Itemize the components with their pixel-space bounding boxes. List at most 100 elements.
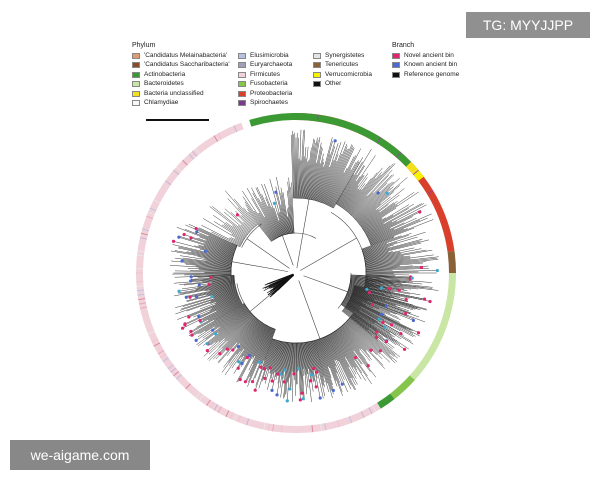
branch xyxy=(341,326,362,350)
branch xyxy=(321,337,340,383)
branch xyxy=(345,321,379,354)
branch xyxy=(179,278,235,285)
branch xyxy=(185,264,232,269)
ring-tick xyxy=(198,394,204,401)
branch xyxy=(294,132,296,199)
branch xyxy=(305,138,314,199)
ring-tick xyxy=(426,190,434,195)
clade-arc xyxy=(293,197,334,209)
ring-tick xyxy=(267,423,270,431)
branch xyxy=(350,276,369,279)
branch xyxy=(350,282,382,289)
phylum-legend-item: Synergistetes xyxy=(313,51,372,61)
branch xyxy=(197,244,234,256)
tip-marker xyxy=(194,338,198,342)
ring-segment xyxy=(406,161,419,175)
branch xyxy=(231,322,263,369)
branch xyxy=(247,328,273,387)
ring-tick xyxy=(138,298,146,301)
branch xyxy=(303,342,308,375)
branch xyxy=(346,304,397,336)
branch xyxy=(322,337,337,374)
branch xyxy=(264,340,277,379)
tip-marker xyxy=(333,139,337,143)
tip-marker xyxy=(380,312,384,316)
branch xyxy=(205,251,233,259)
phylum-legend-label: Other xyxy=(325,80,342,87)
branch xyxy=(291,182,295,234)
branch xyxy=(186,286,236,298)
branch xyxy=(363,217,383,231)
branch xyxy=(344,297,420,337)
ring-tick xyxy=(372,405,377,412)
branch xyxy=(365,255,410,263)
branch-legend-swatch xyxy=(392,71,400,78)
branch xyxy=(287,216,291,234)
branch xyxy=(332,160,359,208)
branch xyxy=(277,341,284,375)
branch xyxy=(210,311,251,346)
branch xyxy=(341,303,397,343)
branch xyxy=(261,201,279,238)
ring-segment xyxy=(377,393,395,409)
phylum-legend-item: Firmicutes xyxy=(238,70,292,80)
phylum-legend-item: Chlamydiae xyxy=(132,99,230,109)
branch xyxy=(368,229,395,241)
branch xyxy=(205,284,236,292)
branch xyxy=(204,243,235,254)
branch xyxy=(301,342,305,369)
branch xyxy=(314,340,329,393)
tip-marker xyxy=(209,275,213,280)
branch xyxy=(280,342,286,375)
branch xyxy=(258,212,276,240)
tip-marker xyxy=(314,385,318,389)
branch xyxy=(246,327,272,382)
branch xyxy=(186,251,233,261)
branch xyxy=(297,137,299,199)
tip-marker xyxy=(410,276,414,280)
phylum-legend-swatch xyxy=(132,62,140,69)
branch xyxy=(196,302,242,328)
branch xyxy=(319,338,338,387)
tip-marker xyxy=(422,297,427,301)
branch xyxy=(365,261,427,268)
branch xyxy=(261,328,275,364)
branch xyxy=(238,320,260,347)
branch xyxy=(267,340,280,390)
branch xyxy=(182,299,241,329)
branch xyxy=(259,328,274,361)
branch xyxy=(262,339,274,370)
ring-tick xyxy=(246,418,250,426)
branch xyxy=(355,186,394,221)
clade-arc xyxy=(230,245,238,276)
branch xyxy=(290,342,294,388)
branch xyxy=(364,204,410,232)
tip-marker xyxy=(381,320,385,325)
phylum-legend-swatch xyxy=(238,52,246,59)
branch xyxy=(174,250,233,262)
branch xyxy=(355,187,391,220)
branch xyxy=(346,167,383,212)
branch-legend-swatch xyxy=(392,52,400,59)
branch xyxy=(284,342,289,371)
branch xyxy=(310,142,322,200)
branch xyxy=(320,338,343,396)
branch xyxy=(307,341,317,387)
branch xyxy=(349,163,394,214)
ring-tick xyxy=(147,330,155,335)
branch xyxy=(274,274,294,290)
phylum-legend-swatch xyxy=(132,52,140,59)
branch xyxy=(287,190,293,234)
branch xyxy=(349,283,370,288)
branch xyxy=(240,321,262,352)
branch xyxy=(242,190,275,240)
tip-marker xyxy=(257,360,262,364)
branch xyxy=(350,298,386,316)
branch xyxy=(329,334,354,379)
branch xyxy=(349,284,390,294)
branch xyxy=(186,285,236,297)
branch xyxy=(259,328,274,363)
branch xyxy=(349,286,408,303)
tip-marker xyxy=(419,265,424,270)
